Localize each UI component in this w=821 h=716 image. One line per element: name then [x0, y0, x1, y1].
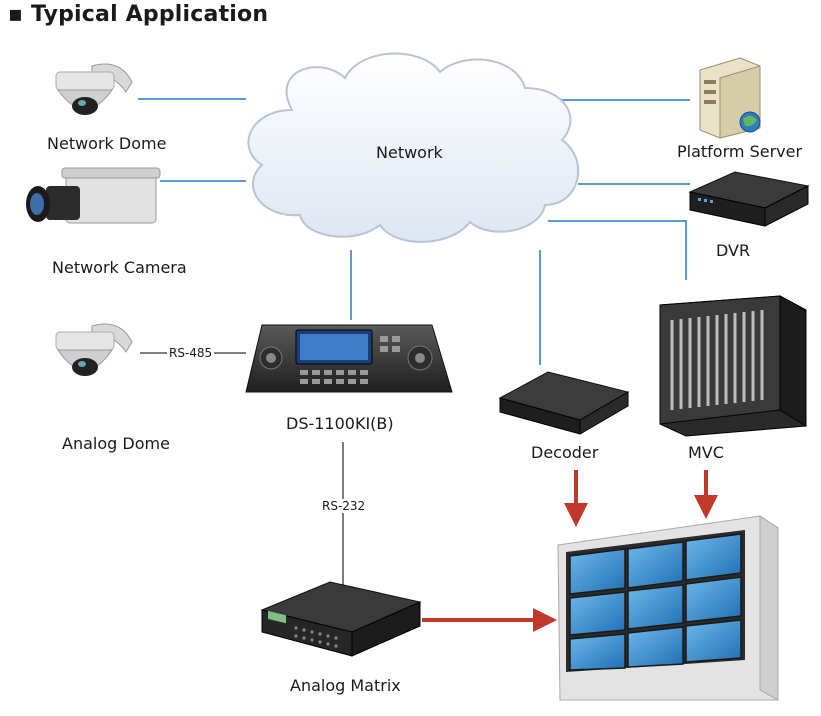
page-title: ▪ Typical Application — [8, 2, 269, 27]
network-camera-icon — [26, 167, 161, 224]
network-dome-label: Network Dome — [47, 134, 167, 153]
analog-matrix-label: Analog Matrix — [290, 676, 401, 695]
cloud-icon — [247, 52, 580, 243]
network-label: Network — [376, 143, 443, 162]
mvc-label: MVC — [688, 443, 724, 462]
analog-dome-label: Analog Dome — [62, 434, 170, 453]
mvc-icon — [659, 295, 807, 437]
analog-matrix-icon — [260, 581, 422, 657]
analog-dome-icon — [55, 323, 133, 376]
decoder-icon — [498, 371, 630, 435]
output-arrows — [422, 470, 718, 632]
platform-server-label: Platform Server — [677, 142, 803, 161]
rs232-label: RS-232 — [320, 499, 368, 513]
dvr-icon — [688, 171, 810, 227]
link-network-mvc — [548, 220, 687, 280]
network-camera-label: Network Camera — [52, 258, 187, 277]
rs485-label: RS-485 — [167, 346, 215, 360]
platform-server-icon — [699, 57, 761, 139]
network-dome-icon — [55, 63, 133, 115]
dvr-label: DVR — [716, 241, 751, 260]
keyboard-label: DS-1100KI(B) — [286, 414, 394, 433]
decoder-label: Decoder — [531, 443, 599, 462]
connection-lines — [138, 98, 690, 365]
keyboard-icon — [245, 324, 453, 393]
video-wall-icon — [557, 515, 779, 701]
